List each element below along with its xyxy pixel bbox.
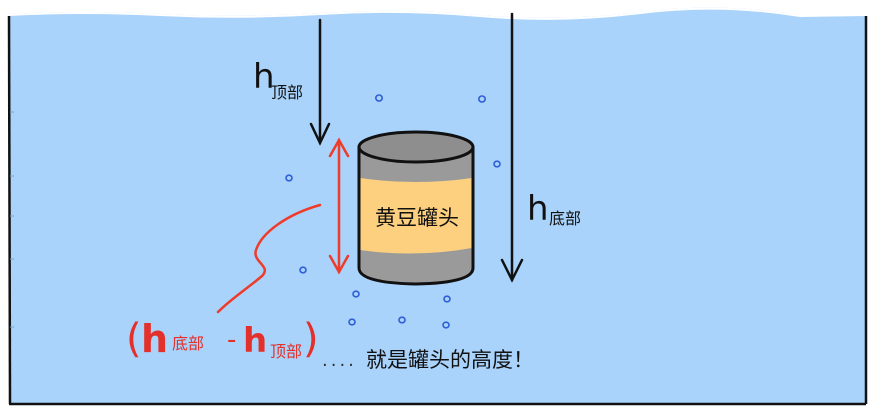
ellipsis-dots: .... [322,350,357,371]
conclusion-text: 就是罐头的高度！ [366,348,534,372]
formula-sub-top: 顶部 [270,342,302,361]
bubble [442,321,450,329]
bubble [285,174,293,182]
bubble [299,266,307,274]
h-bottom-subscript: 底部 [549,209,581,228]
formula-h-top: h [243,321,267,361]
can-top [357,130,475,164]
water-surface [8,7,867,20]
formula-close-paren: ) [303,316,319,362]
container-left-wall [7,15,12,405]
h-top-arrow [309,18,331,146]
formula-minus: - [227,325,236,355]
formula: ( h 底部 - h 顶部 ) [126,316,319,362]
h-top-symbol: h [253,57,275,97]
bubbles [285,94,501,329]
bubble [352,290,360,298]
h-top-subscript: 顶部 [271,83,303,102]
formula-h-bottom: h [141,317,168,361]
formula-open-paren: ( [126,316,142,362]
squiggle-connector [216,203,322,314]
h-bottom-symbol: h [527,189,549,229]
formula-sub-bottom: 底部 [172,334,204,353]
bubble [398,316,406,324]
bubble [493,160,501,168]
h-bottom-arrow [500,12,524,283]
bubble [348,318,356,326]
can-label-text: 黄豆罐头 [375,206,459,230]
bean-can [357,130,475,286]
height-double-arrow [328,137,350,275]
can-label-band [360,178,472,254]
bubble [477,95,486,103]
bubble [443,295,451,303]
wall-ticks [10,111,14,328]
bubble [374,94,383,102]
